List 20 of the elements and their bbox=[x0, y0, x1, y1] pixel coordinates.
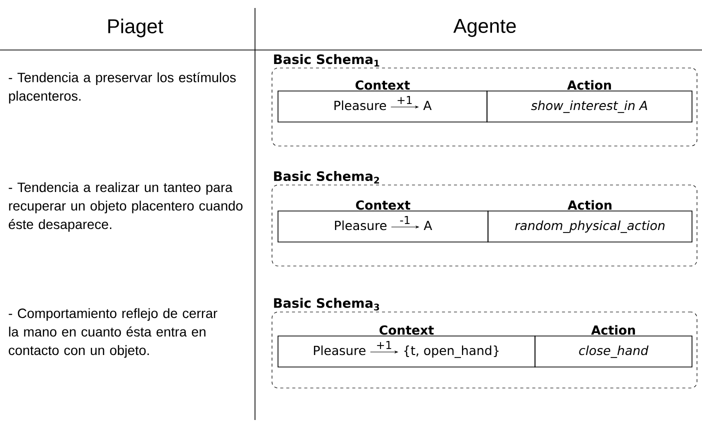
description-text: - Comportamiento reflejo de cerrar la mano en cuanto ésta entra en contacto con un objeto. bbox=[8, 308, 218, 358]
description-text: - Tendencia a preservar los estímulos placenteros. bbox=[8, 72, 236, 104]
table-cell: Pleasure +1 A bbox=[278, 90, 488, 122]
table-cell: Pleasure +1 {t, open_hand} bbox=[278, 336, 536, 368]
table-cell: close_hand bbox=[534, 336, 692, 368]
table-cell: show_interest_in A bbox=[486, 90, 692, 122]
column-heading: Context bbox=[380, 325, 434, 335]
column-heading: Context bbox=[356, 80, 410, 90]
table-cell: Pleasure -1 A bbox=[278, 210, 488, 242]
column-heading: Action bbox=[568, 200, 612, 210]
description-text: - Tendencia a realizar un tanteo para recuperar un objeto placentero cuando éste desaparece. bbox=[8, 182, 242, 232]
column-heading: Action bbox=[591, 325, 635, 335]
table-cell: random_physical_action bbox=[488, 210, 692, 242]
column-heading: Context bbox=[356, 200, 410, 210]
column-heading: Piaget bbox=[108, 18, 164, 38]
node-label: Basic Schema$_{2}$ bbox=[274, 170, 380, 184]
column-heading: Action bbox=[567, 80, 611, 90]
column-heading: Agente bbox=[453, 19, 516, 37]
node-label: Basic Schema$_{3}$ bbox=[274, 298, 380, 310]
node-label: Basic Schema$_{1}$ bbox=[274, 54, 380, 66]
